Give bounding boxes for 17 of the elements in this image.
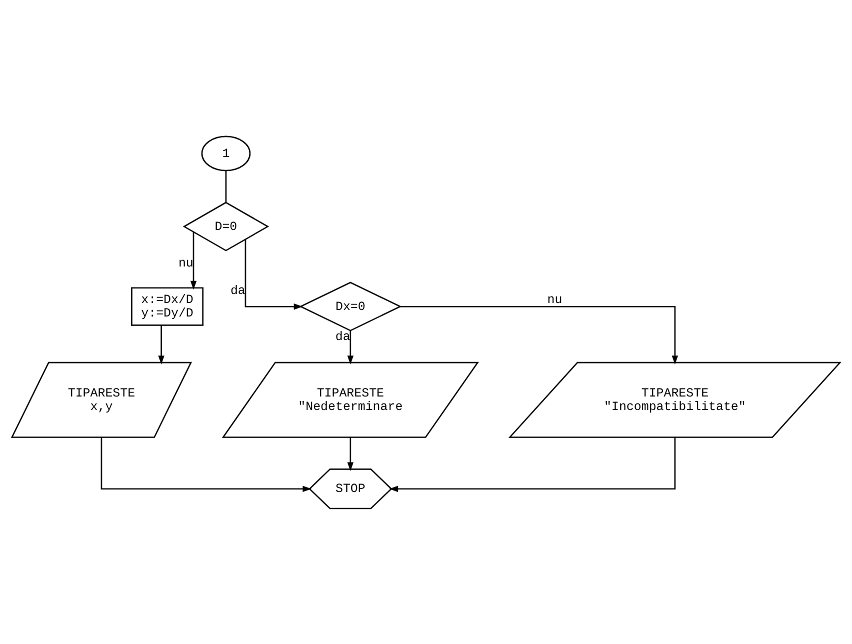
node-diamond: Dx=0 [299,281,402,331]
node-ellipse: 1 [201,135,251,171]
node-diamond: D=0 [182,201,270,251]
arrow [347,436,354,471]
arrow [347,330,354,364]
connector [225,170,227,202]
arrow [158,324,164,364]
edge-label: da [335,330,350,344]
edge-label: nu [178,256,194,270]
arrow [100,436,312,492]
edge-label: nu [547,292,562,307]
edge-label: da [230,284,246,298]
node-box: x:=Dx/D y:=Dy/D [131,286,204,326]
arrow [244,238,303,310]
arrow [389,436,676,492]
arrow [400,305,678,364]
arrow [190,232,197,290]
